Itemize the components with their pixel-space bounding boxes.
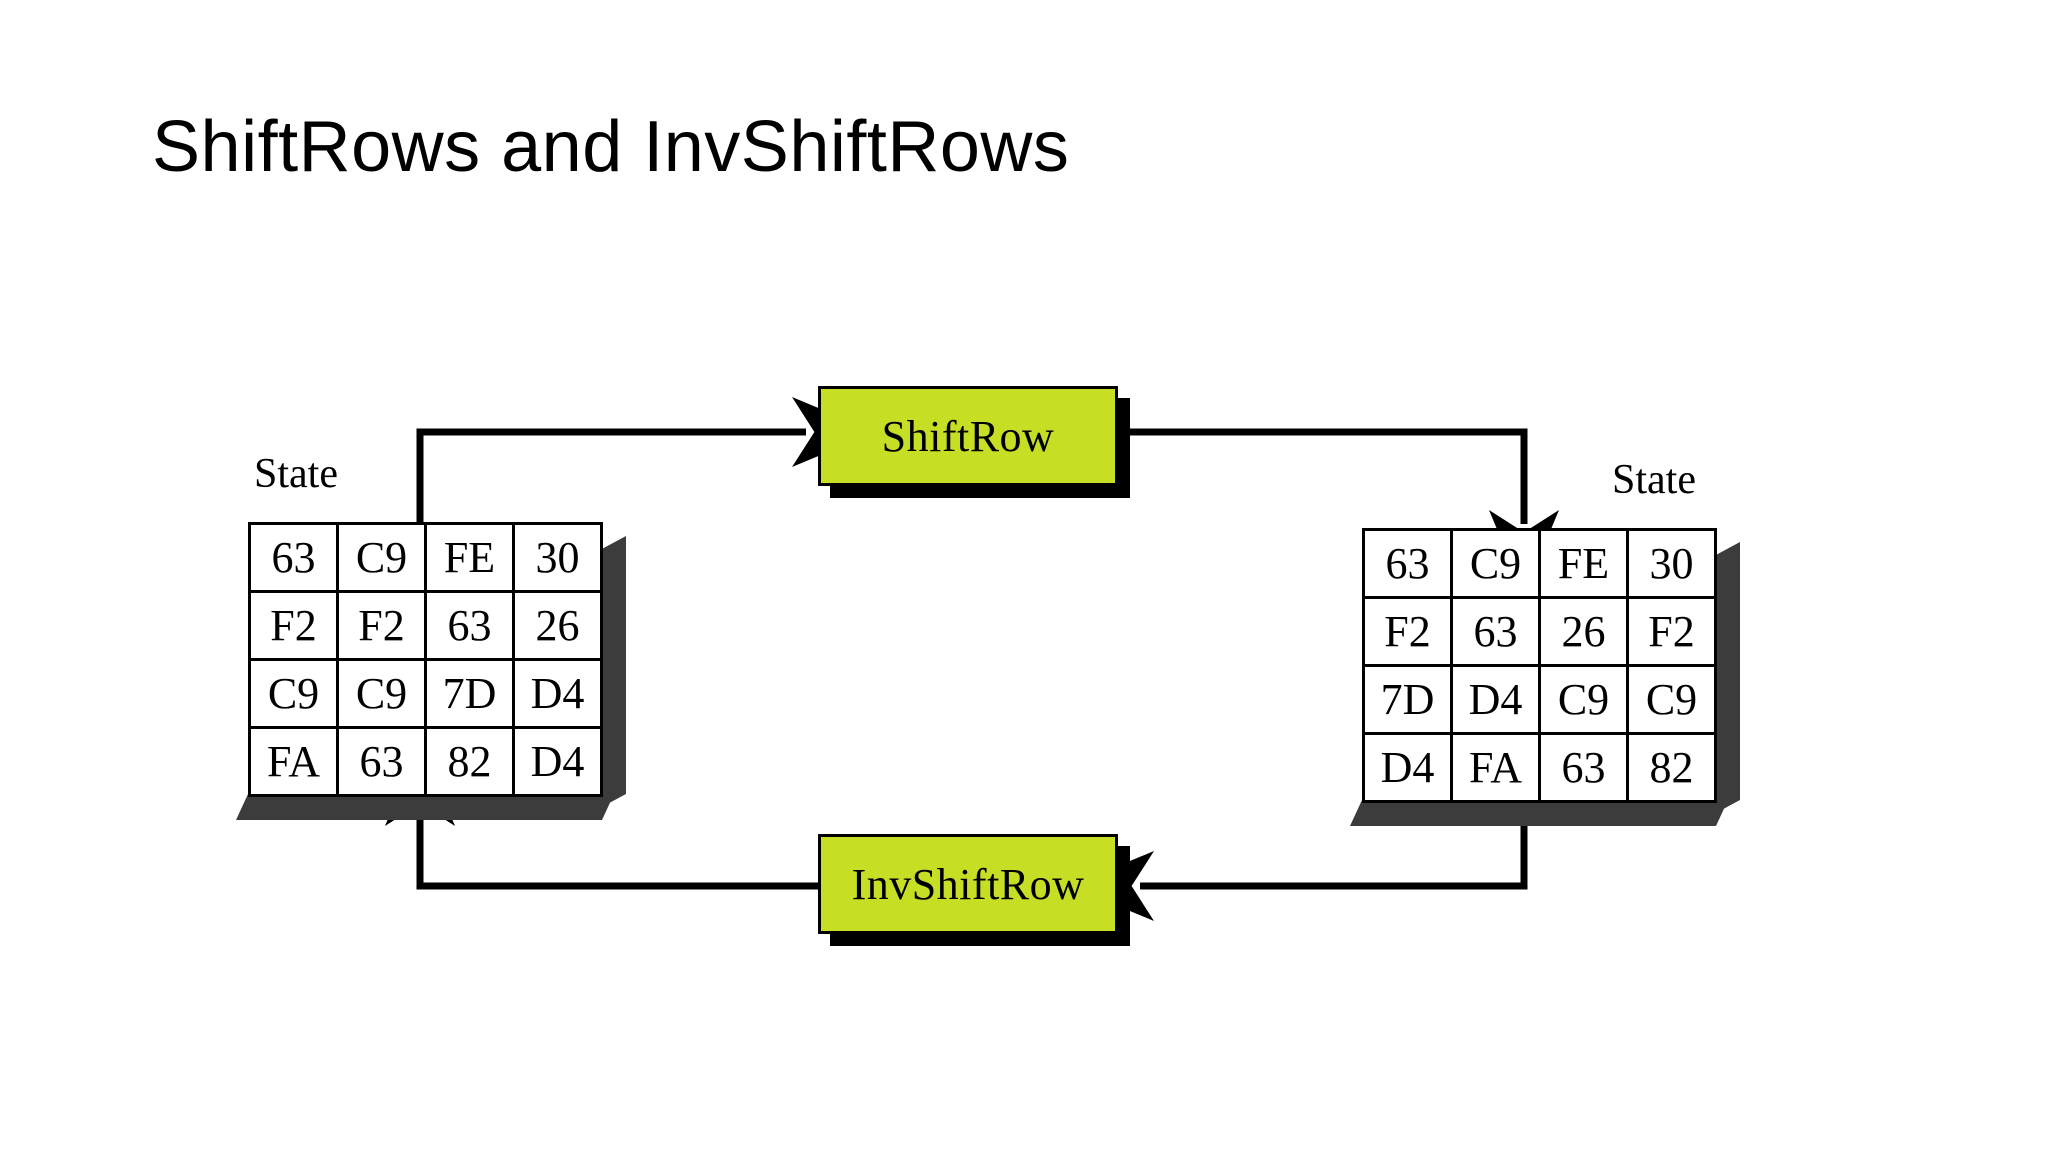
- left-state-label: State: [254, 451, 338, 497]
- state-cell: 63: [336, 726, 427, 797]
- state-cell: 26: [1538, 596, 1629, 667]
- state-cell: F2: [336, 590, 427, 661]
- state-cell: F2: [1362, 596, 1453, 667]
- state-cell: D4: [1362, 732, 1453, 803]
- state-cell: C9: [1626, 664, 1717, 735]
- state-cell: FE: [1538, 528, 1629, 599]
- state-cell: 30: [1626, 528, 1717, 599]
- state-cell: FE: [424, 522, 515, 593]
- arrow-invshiftrow-to-state: [385, 742, 820, 890]
- right-state-bottom-panel: [1350, 800, 1728, 826]
- state-cell: 7D: [424, 658, 515, 729]
- state-cell: F2: [1626, 596, 1717, 667]
- state-cell: D4: [512, 658, 603, 729]
- left-state-bottom-panel: [236, 794, 614, 820]
- state-cell: 63: [248, 522, 339, 593]
- state-cell: 63: [1538, 732, 1629, 803]
- state-cell: 82: [1626, 732, 1717, 803]
- state-cell: C9: [1450, 528, 1541, 599]
- state-cell: 30: [512, 522, 603, 593]
- state-cell: 82: [424, 726, 515, 797]
- state-cell: F2: [248, 590, 339, 661]
- state-cell: 63: [424, 590, 515, 661]
- page-title: ShiftRows and InvShiftRows: [152, 107, 1070, 187]
- state-cell: C9: [1538, 664, 1629, 735]
- state-cell: FA: [1450, 732, 1541, 803]
- state-cell: FA: [248, 726, 339, 797]
- state-cell: 26: [512, 590, 603, 661]
- state-cell: D4: [512, 726, 603, 797]
- state-cell: C9: [248, 658, 339, 729]
- state-cell: C9: [336, 658, 427, 729]
- state-cell: 63: [1362, 528, 1453, 599]
- state-cell: C9: [336, 522, 427, 593]
- state-cell: 7D: [1362, 664, 1453, 735]
- left-state-right-panel: [600, 536, 626, 808]
- invshiftrow-box[interactable]: InvShiftRow: [818, 834, 1118, 934]
- right-state-label: State: [1612, 457, 1696, 503]
- right-state-right-panel: [1714, 542, 1740, 814]
- shiftrow-box[interactable]: ShiftRow: [818, 386, 1118, 486]
- state-cell: D4: [1450, 664, 1541, 735]
- state-cell: 63: [1450, 596, 1541, 667]
